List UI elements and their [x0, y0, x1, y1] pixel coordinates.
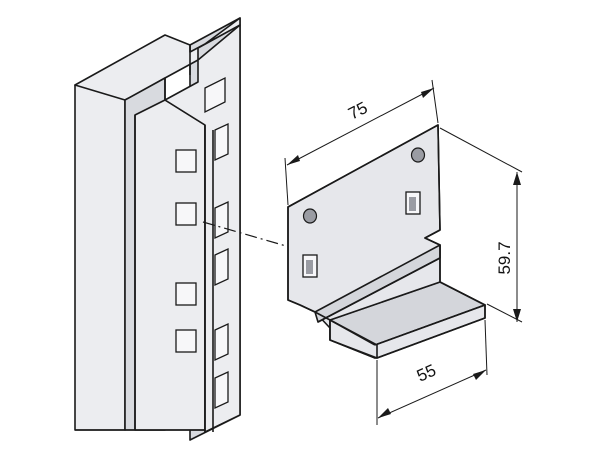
slot [214, 200, 229, 240]
dimension-label-width: 75 [345, 98, 370, 124]
slot [214, 247, 229, 287]
dimension-line [377, 369, 487, 419]
bracket-crease [374, 304, 486, 346]
bracket-outline [287, 124, 486, 359]
slot [175, 329, 197, 353]
bracket-crease [317, 257, 441, 323]
arrowhead [287, 155, 300, 165]
l-bracket [287, 124, 486, 359]
mounting-hole [302, 208, 318, 224]
post-left-face [74, 84, 126, 431]
slot [175, 202, 197, 226]
slot [175, 282, 197, 306]
extension-line [484, 319, 488, 376]
arrowhead [421, 88, 434, 98]
dimension-height: 59.7 [439, 127, 523, 323]
arrowhead [513, 172, 521, 185]
bracket-tab-inner [306, 260, 313, 274]
extension-line [284, 157, 289, 206]
alignment-centerline [202, 221, 301, 251]
slot [204, 76, 226, 114]
mounting-hole [410, 147, 426, 163]
slot [214, 370, 229, 410]
dimension-line [286, 87, 435, 166]
extension-line [431, 79, 439, 124]
extension-line [439, 127, 523, 173]
slot [214, 322, 229, 362]
slot [175, 149, 197, 173]
dimension-label-height: 59.7 [495, 241, 514, 274]
arrowhead [378, 408, 391, 418]
rack-upright-post [74, 17, 241, 441]
arrowhead [513, 309, 521, 322]
dimension-label-depth: 55 [414, 361, 439, 386]
bracket-crease [329, 319, 376, 346]
arrowhead [473, 370, 486, 380]
slot [214, 122, 229, 162]
bracket-tab-inner [409, 197, 416, 211]
